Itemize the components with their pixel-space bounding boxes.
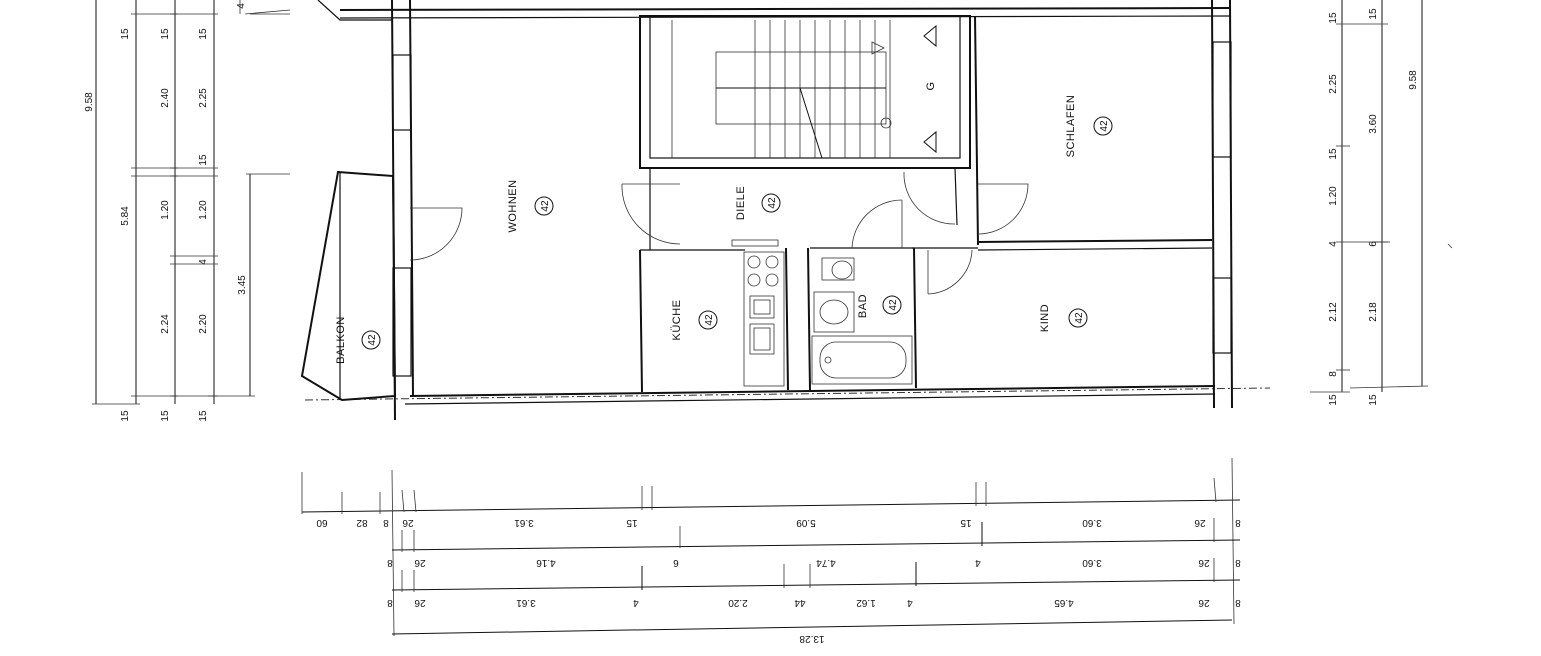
room-code-balkon: 42 (367, 334, 378, 346)
stair-treads (671, 20, 892, 159)
dim-left-c3-120: 1.20 (198, 200, 209, 220)
dim-right-r1-top: 15 (1328, 12, 1339, 24)
room-code-kind: 42 (1074, 312, 1085, 324)
bathroom-fixtures (811, 257, 913, 385)
bottom-dim-row3: 8 26 3.61 4 2.20 44 1.62 4 4.65 26 8 (387, 597, 1241, 608)
dim-right-r1-8: 8 (1328, 371, 1339, 377)
dim-right-r1-212: 2.12 (1328, 302, 1339, 322)
dim-left-c3-upper: 2.25 (198, 88, 209, 108)
kitchen-fixtures (731, 239, 785, 387)
dim-right-r2-top: 15 (1368, 8, 1379, 20)
room-code-bad: 42 (888, 299, 899, 311)
dim-bottom-row3-label: 4.65 (1054, 597, 1074, 608)
dim-total-left: 9.58 (84, 92, 95, 112)
dim-right-r2-bot: 15 (1368, 394, 1379, 406)
dim-left-c2-upper: 2.40 (160, 88, 171, 108)
dim-bottom-row3-label: 4 (907, 597, 913, 608)
dim-right-r1-15: 15 (1328, 148, 1339, 160)
dim-bottom-row1-label: 82 (356, 517, 368, 528)
dim-left-partial: 5.84 (120, 206, 131, 226)
dim-bottom-row3-label: 44 (794, 597, 806, 608)
room-code-schlafen: 42 (1099, 120, 1110, 132)
room-label-bad: BAD (857, 294, 869, 318)
room-badge-bad (882, 295, 902, 315)
dim-bottom-row3-label: 8 (1235, 597, 1241, 608)
dim-bottom-row1-label: 8 (1235, 517, 1241, 528)
dim-left-top-4: 4 (236, 3, 247, 9)
dim-left-bot-2: 15 (160, 410, 171, 422)
bottom-dim-row1: 60 82 8 26 3.61 15 5.09 15 3.60 26 8 (316, 517, 1241, 528)
room-label-kueche: KÜCHE (671, 299, 683, 340)
plan-walls (244, 0, 1271, 421)
dim-bottom-row2-label: 8 (387, 557, 393, 568)
dim-left-c1-top: 15 (120, 28, 131, 40)
room-label-diele: DIELE (735, 186, 747, 220)
room-badge-diele (761, 193, 781, 213)
dim-bottom-row3-label: 2.20 (728, 597, 748, 608)
dim-bottom-row1-label: 60 (316, 517, 328, 528)
room-badge-kind (1068, 308, 1088, 328)
room-code-diele: 42 (767, 197, 778, 209)
dim-left-c2-top: 15 (160, 28, 171, 40)
stair-arrow-up-icon (923, 24, 937, 48)
dim-bottom-row3-label: 4 (633, 597, 639, 608)
dim-bottom-row2-label: 4 (975, 557, 981, 568)
dim-right-r2-6: 6 (1368, 241, 1379, 247)
bottom-dimension-chains (301, 457, 1241, 637)
dim-left-c3-15: 15 (198, 154, 209, 166)
dim-bottom-row3-label: 8 (387, 597, 393, 608)
dim-left-c3-low: 2.20 (198, 314, 209, 334)
dim-right-r1-120: 1.20 (1328, 186, 1339, 206)
dim-left-bot-1: 15 (120, 410, 131, 422)
room-label-balkon: BALKON (335, 316, 347, 364)
room-badge-schlafen (1093, 116, 1113, 136)
dim-bottom-row2-label: 6 (673, 557, 679, 568)
room-badge-wohnen (534, 196, 554, 216)
dim-bottom-row2-label: 8 (1235, 557, 1241, 568)
left-dimension-chain (92, 0, 290, 405)
dim-left-bot-3: 15 (198, 410, 209, 422)
right-dimension-chain (1310, 0, 1453, 393)
room-code-wohnen: 42 (540, 200, 551, 212)
dim-bottom-row1-label: 3.61 (514, 517, 534, 528)
dim-left-balcony: 3.45 (237, 275, 248, 295)
dim-bottom-row1-label: 26 (402, 517, 414, 528)
dim-left-c2-low: 2.24 (160, 314, 171, 334)
dim-bottom-row3-label: 1.62 (856, 597, 876, 608)
dim-bottom-row1-label: 15 (626, 517, 638, 528)
dim-bottom-row1-label: 15 (960, 517, 972, 528)
dim-right-r1-225: 2.25 (1328, 74, 1339, 94)
dim-bottom-row3-label: 26 (414, 597, 426, 608)
dim-bottom-row2-label: 4.16 (536, 557, 556, 568)
room-label-schlafen: SCHLAFEN (1065, 95, 1077, 158)
stair-arrow-down-icon (923, 130, 937, 154)
dim-bottom-row1-label: 26 (1194, 517, 1206, 528)
dim-bottom-row3-label: 26 (1198, 597, 1210, 608)
dim-right-r1-4: 4 (1328, 241, 1339, 247)
dim-right-total: 9.58 (1408, 70, 1419, 90)
room-code-kueche: 42 (704, 314, 715, 326)
room-badge-kueche (698, 310, 718, 330)
room-label-wohnen: WOHNEN (507, 179, 519, 232)
dim-right-r1-bot: 15 (1328, 394, 1339, 406)
stair-label: G (925, 81, 937, 90)
dim-bottom-row2-label: 3.60 (1082, 557, 1102, 568)
dim-bottom-row1-label: 3.60 (1082, 517, 1102, 528)
dim-left-c2-120: 1.20 (160, 200, 171, 220)
dim-bottom-row2-label: 26 (414, 557, 426, 568)
bottom-dim-row2: 8 26 4.16 6 4.74 4 3.60 26 8 (387, 557, 1241, 568)
dim-bottom-row1-label: 5.09 (796, 517, 816, 528)
dim-bottom-row2-label: 26 (1198, 557, 1210, 568)
dim-right-r2-218: 2.18 (1368, 302, 1379, 322)
room-badge-balkon (361, 330, 381, 350)
dim-bottom-row2-label: 4.74 (816, 557, 836, 568)
dim-left-c3-4: 4 (198, 259, 209, 265)
dim-left-c3-top: 15 (198, 28, 209, 40)
dim-bottom-row3-label: 3.61 (516, 597, 536, 608)
dim-bottom-total: 13.28 (799, 633, 824, 644)
room-label-kind: KIND (1039, 304, 1051, 332)
dim-right-r2-360: 3.60 (1368, 114, 1379, 134)
dim-bottom-row1-label: 8 (383, 517, 389, 528)
